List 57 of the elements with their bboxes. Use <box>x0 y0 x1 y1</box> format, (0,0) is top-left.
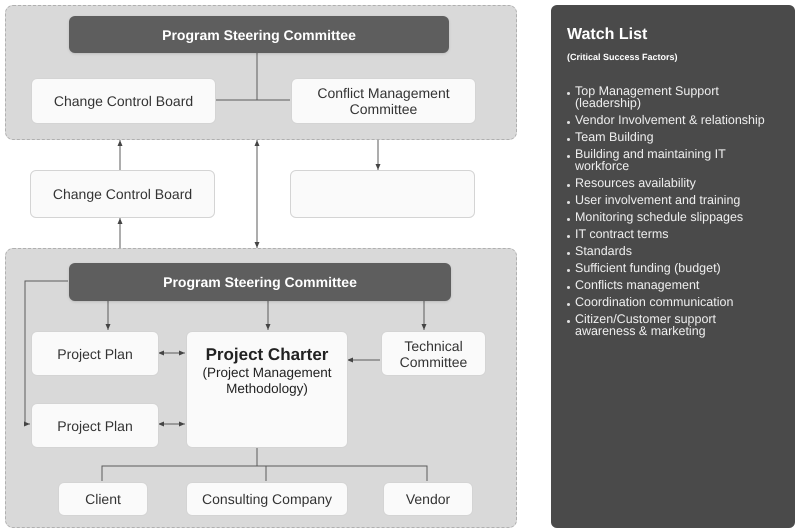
box-label: Project Plan <box>57 346 133 362</box>
box-label: Conflict Management Committee <box>316 85 451 117</box>
list-item: Standards <box>575 244 632 256</box>
box-label: Program Steering Committee <box>162 26 356 42</box>
committee-banner <box>69 263 451 301</box>
arrow <box>118 218 122 248</box>
arrow <box>106 300 110 330</box>
process-box <box>381 331 486 376</box>
panel-subtitle: (Critical Success Factors) <box>567 51 679 64</box>
process-box <box>291 78 476 124</box>
arrow <box>24 280 68 426</box>
charter-box <box>186 331 348 448</box>
list-item: Monitoring schedule slippages <box>575 210 744 222</box>
charter-subtitle: (Project Management Methodology) <box>201 365 333 398</box>
box-label: Vendor <box>406 491 450 507</box>
box-label: Program Steering Committee <box>163 274 357 290</box>
list-item: Coordination communication <box>575 296 734 308</box>
box-label: Client <box>85 491 121 507</box>
list-item: Resources availability <box>575 176 696 188</box>
arrow <box>158 350 186 356</box>
arrow <box>346 358 380 362</box>
arrow <box>158 422 186 426</box>
process-box <box>31 331 159 376</box>
process-box <box>30 170 215 218</box>
connector-line <box>256 52 290 100</box>
arrow <box>118 140 122 170</box>
list-item: IT contract terms <box>575 228 669 240</box>
process-box <box>186 482 348 516</box>
list-item: Sufficient funding (budget) <box>575 262 721 274</box>
box-label: Change Control Board <box>52 186 192 202</box>
list-item: Team Building <box>575 130 654 142</box>
process-box <box>31 78 216 124</box>
box-label: Change Control Board <box>54 93 194 109</box>
charter-title: Project Charter <box>206 344 328 366</box>
group-panel <box>5 5 517 140</box>
arrow <box>422 300 426 330</box>
box-label: Consulting Company <box>202 491 332 507</box>
committee-banner <box>69 16 449 53</box>
watch-list-panel <box>551 5 795 528</box>
process-box <box>31 403 159 448</box>
list-item: User involvement and training <box>575 194 740 206</box>
list-item: Building and maintaining IT workforce <box>575 148 727 172</box>
box-label: Technical Committee <box>398 338 468 370</box>
arrow <box>254 140 260 248</box>
list-item: Top Management Support (leadership) <box>575 84 720 108</box>
connector-line <box>256 446 428 482</box>
list-item: Conflicts management <box>575 278 700 290</box>
list-item: Vendor Involvement & relationship <box>575 114 765 126</box>
box-label: Project Plan <box>57 418 133 434</box>
process-box <box>290 170 475 218</box>
arrow <box>266 300 270 330</box>
panel-title: Watch List <box>567 25 648 45</box>
list-item: Citizen/Customer support awareness & marketing <box>575 312 718 336</box>
process-box <box>58 482 148 516</box>
process-box <box>383 482 473 516</box>
group-panel <box>5 248 517 528</box>
arrow <box>376 140 380 170</box>
